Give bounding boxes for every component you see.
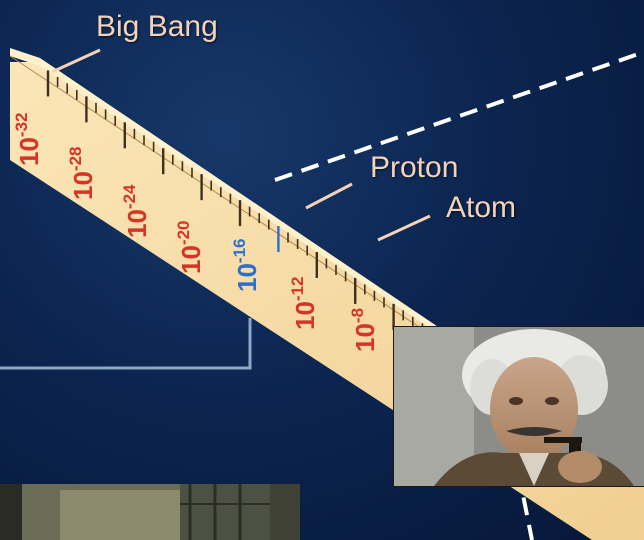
leader-proton bbox=[305, 182, 353, 210]
ruler-tick-label-exponent: -24 bbox=[120, 184, 139, 209]
ruler-tick-label-exponent: -16 bbox=[230, 239, 249, 264]
leader-bigbang bbox=[51, 48, 101, 74]
ruler-tick-label-base: 10 bbox=[122, 209, 152, 238]
ruler-tick-label: 10-32 bbox=[12, 113, 44, 167]
bracket-line bbox=[0, 318, 252, 370]
ruler-tick-label-exponent: -8 bbox=[348, 308, 367, 323]
ruler-tick-label: 10-28 bbox=[66, 147, 98, 201]
ruler-tick-label: 10-24 bbox=[120, 184, 152, 238]
ruler-tick-label-base: 10 bbox=[232, 263, 262, 292]
ruler-tick-label: 10-12 bbox=[288, 277, 320, 331]
callout-atom: Atom bbox=[446, 191, 517, 224]
callout-big-bang: Big Bang bbox=[96, 10, 218, 43]
portrait-illustration bbox=[394, 327, 644, 486]
dashed-line-upper bbox=[274, 50, 644, 182]
ruler-tick-label: 10-16 bbox=[230, 239, 262, 293]
callout-proton: Proton bbox=[370, 151, 459, 184]
ruler-tick-label-base: 10 bbox=[68, 171, 98, 200]
ruler-tick-label-exponent: -32 bbox=[12, 113, 31, 138]
facility-illustration bbox=[0, 484, 300, 540]
ruler-tick-label-base: 10 bbox=[350, 323, 380, 352]
ruler-tick-label-base: 10 bbox=[14, 137, 44, 166]
ruler-tick-label-exponent: -28 bbox=[66, 147, 85, 172]
ruler-tick-label: 10-8 bbox=[348, 308, 380, 352]
ruler-tick-label-exponent: -20 bbox=[174, 221, 193, 246]
ruler-tick-label: 10-20 bbox=[174, 221, 206, 275]
leader-atom bbox=[377, 214, 431, 242]
ruler-tick-label-base: 10 bbox=[176, 245, 206, 274]
facility-photo bbox=[0, 484, 300, 540]
portrait-photo bbox=[393, 326, 644, 487]
ruler-tick-label-exponent: -12 bbox=[288, 277, 307, 302]
ruler-tick-label-base: 10 bbox=[290, 301, 320, 330]
